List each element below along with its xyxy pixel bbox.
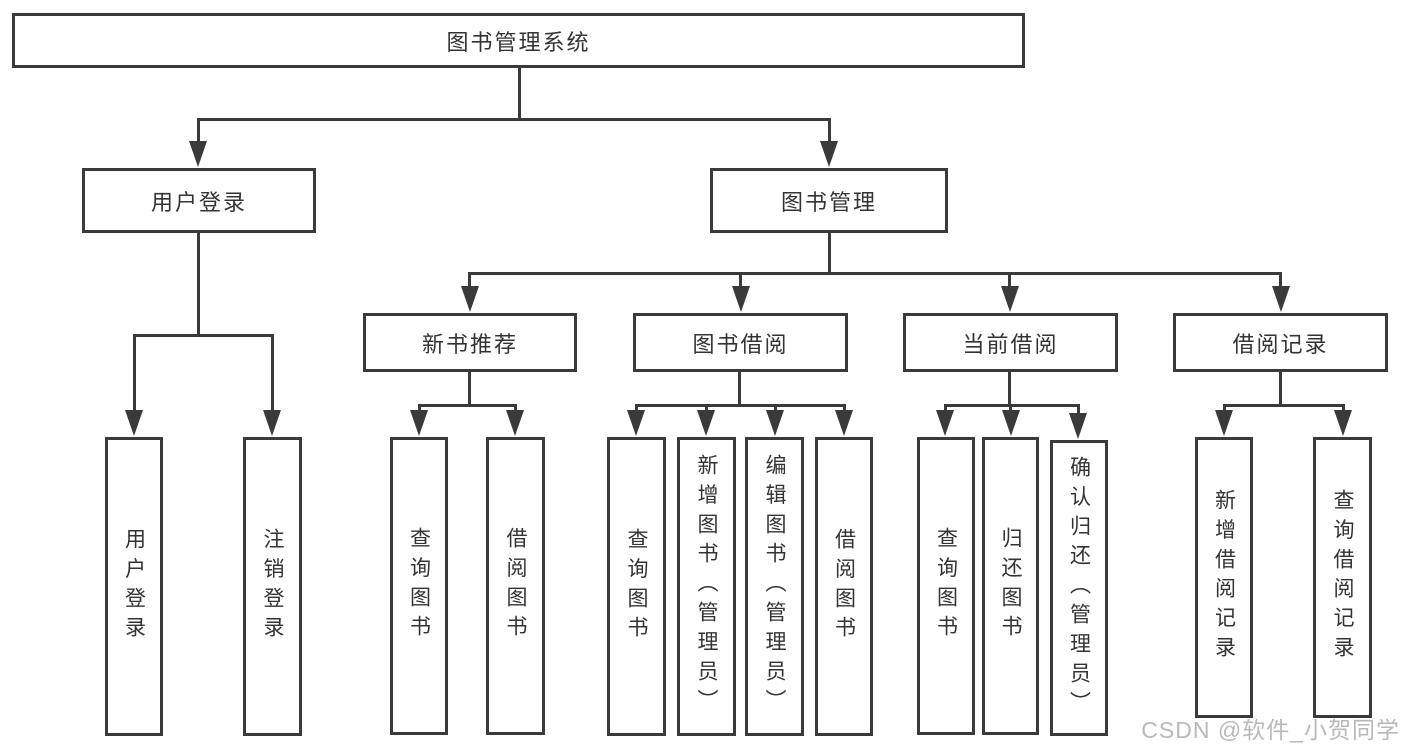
arrow-stem-to-borrow-records (1279, 272, 1282, 296)
node-borrow-records-label: 借阅记录 (1232, 331, 1329, 357)
node-current-borrow-label: 当前借阅 (962, 331, 1059, 357)
leaf-borrow-query: 查询图书 (607, 437, 666, 736)
arrowhead-current-query (936, 410, 954, 436)
connector-bookborrow-stem (738, 372, 741, 406)
arrowhead-current-return (1002, 410, 1020, 436)
arrowhead-book-mgmt (820, 141, 838, 167)
arrow-stem-to-current-borrow (1008, 272, 1011, 296)
arrowhead-leaf-user-login (125, 410, 143, 436)
leaf-current-query-label: 查询图书 (934, 527, 958, 645)
leaf-current-confirm-label: 确认归还（管理员） (1067, 455, 1091, 721)
arrow-stem-to-book-mgmt (828, 118, 831, 152)
node-book-borrow: 图书借阅 (633, 313, 848, 372)
node-root: 图书管理系统 (12, 13, 1025, 68)
leaf-current-return-label: 归还图书 (999, 527, 1022, 645)
arrowhead-borrow-borrow (835, 410, 853, 436)
connector-root-stem (518, 68, 521, 121)
arrowhead-records-query (1334, 410, 1352, 436)
leaf-current-return: 归还图书 (982, 437, 1039, 735)
leaf-current-query: 查询图书 (917, 437, 975, 735)
arrowhead-leaf-logout (263, 410, 281, 436)
arrow-stem-to-leaf-logout (271, 334, 274, 414)
arrowhead-newbooks-borrow (506, 410, 524, 436)
leaf-borrow-query-label: 查询图书 (625, 527, 648, 646)
arrowhead-borrow-add (697, 410, 715, 436)
node-new-books: 新书推荐 (363, 313, 577, 372)
arrowhead-borrow-edit (766, 410, 784, 436)
leaf-borrow-add: 新增图书（管理员） (677, 437, 736, 736)
connector-newbooks-hline (418, 404, 517, 407)
arrowhead-current-confirm (1069, 413, 1087, 439)
node-borrow-records: 借阅记录 (1173, 313, 1388, 372)
leaf-borrow-edit: 编辑图书（管理员） (745, 437, 804, 736)
connector-userlogin-hline (133, 334, 274, 337)
arrowhead-current-borrow (1001, 286, 1019, 312)
connector-records-hline (1223, 404, 1345, 407)
leaf-borrow-edit-label: 编辑图书（管理员） (763, 454, 786, 719)
leaf-newbooks-borrow: 借阅图书 (486, 437, 545, 735)
arrowhead-borrow-query (627, 410, 645, 436)
connector-records-stem (1279, 372, 1282, 406)
arrow-stem-to-leaf-user-login (133, 334, 136, 414)
arrow-stem-to-book-borrow (739, 272, 742, 296)
leaf-current-confirm: 确认归还（管理员） (1050, 440, 1108, 736)
arrowhead-newbooks-query (410, 410, 428, 436)
leaf-newbooks-query: 查询图书 (390, 437, 448, 735)
arrowhead-user-login (189, 141, 207, 167)
leaf-logout-label: 注销登录 (261, 527, 284, 646)
connector-level3-hline (468, 272, 1282, 275)
node-current-borrow: 当前借阅 (903, 313, 1118, 372)
leaf-records-add-label: 新增借阅记录 (1212, 489, 1236, 666)
node-book-mgmt-label: 图书管理 (780, 189, 877, 215)
arrowhead-book-borrow (732, 286, 750, 312)
leaf-borrow-borrow-label: 借阅图书 (832, 527, 856, 646)
leaf-borrow-add-label: 新增图书（管理员） (695, 454, 718, 719)
leaf-newbooks-query-label: 查询图书 (407, 527, 431, 645)
watermark: CSDN @软件_小贺同学 (1141, 717, 1400, 743)
node-new-books-label: 新书推荐 (421, 331, 518, 357)
arrow-stem-to-user-login (197, 118, 200, 152)
connector-newbooks-stem (468, 372, 471, 406)
leaf-records-query-label: 查询借阅记录 (1331, 489, 1354, 666)
leaf-records-query: 查询借阅记录 (1313, 437, 1372, 718)
leaf-borrow-borrow: 借阅图书 (815, 437, 873, 736)
leaf-user-login: 用户登录 (105, 437, 163, 736)
arrow-stem-to-new-books (468, 272, 471, 296)
connector-currentborrow-stem (1008, 372, 1011, 406)
arrowhead-new-books (461, 286, 479, 312)
node-user-login: 用户登录 (82, 168, 316, 233)
connector-userlogin-stem (197, 233, 200, 337)
connector-currentborrow-hline (944, 404, 1080, 407)
node-book-borrow-label: 图书借阅 (692, 331, 789, 357)
node-user-login-label: 用户登录 (150, 189, 247, 215)
connector-level2-hline (197, 118, 831, 121)
node-book-mgmt: 图书管理 (710, 168, 948, 233)
connector-bookborrow-hline (635, 404, 846, 407)
leaf-records-add: 新增借阅记录 (1195, 437, 1253, 718)
leaf-user-login-label: 用户登录 (122, 527, 146, 646)
node-root-label: 图书管理系统 (446, 29, 591, 55)
leaf-logout: 注销登录 (243, 437, 302, 736)
leaf-newbooks-borrow-label: 借阅图书 (504, 527, 527, 645)
arrowhead-borrow-records (1272, 286, 1290, 312)
arrowhead-records-add (1215, 410, 1233, 436)
connector-bookmgmt-stem (828, 233, 831, 275)
